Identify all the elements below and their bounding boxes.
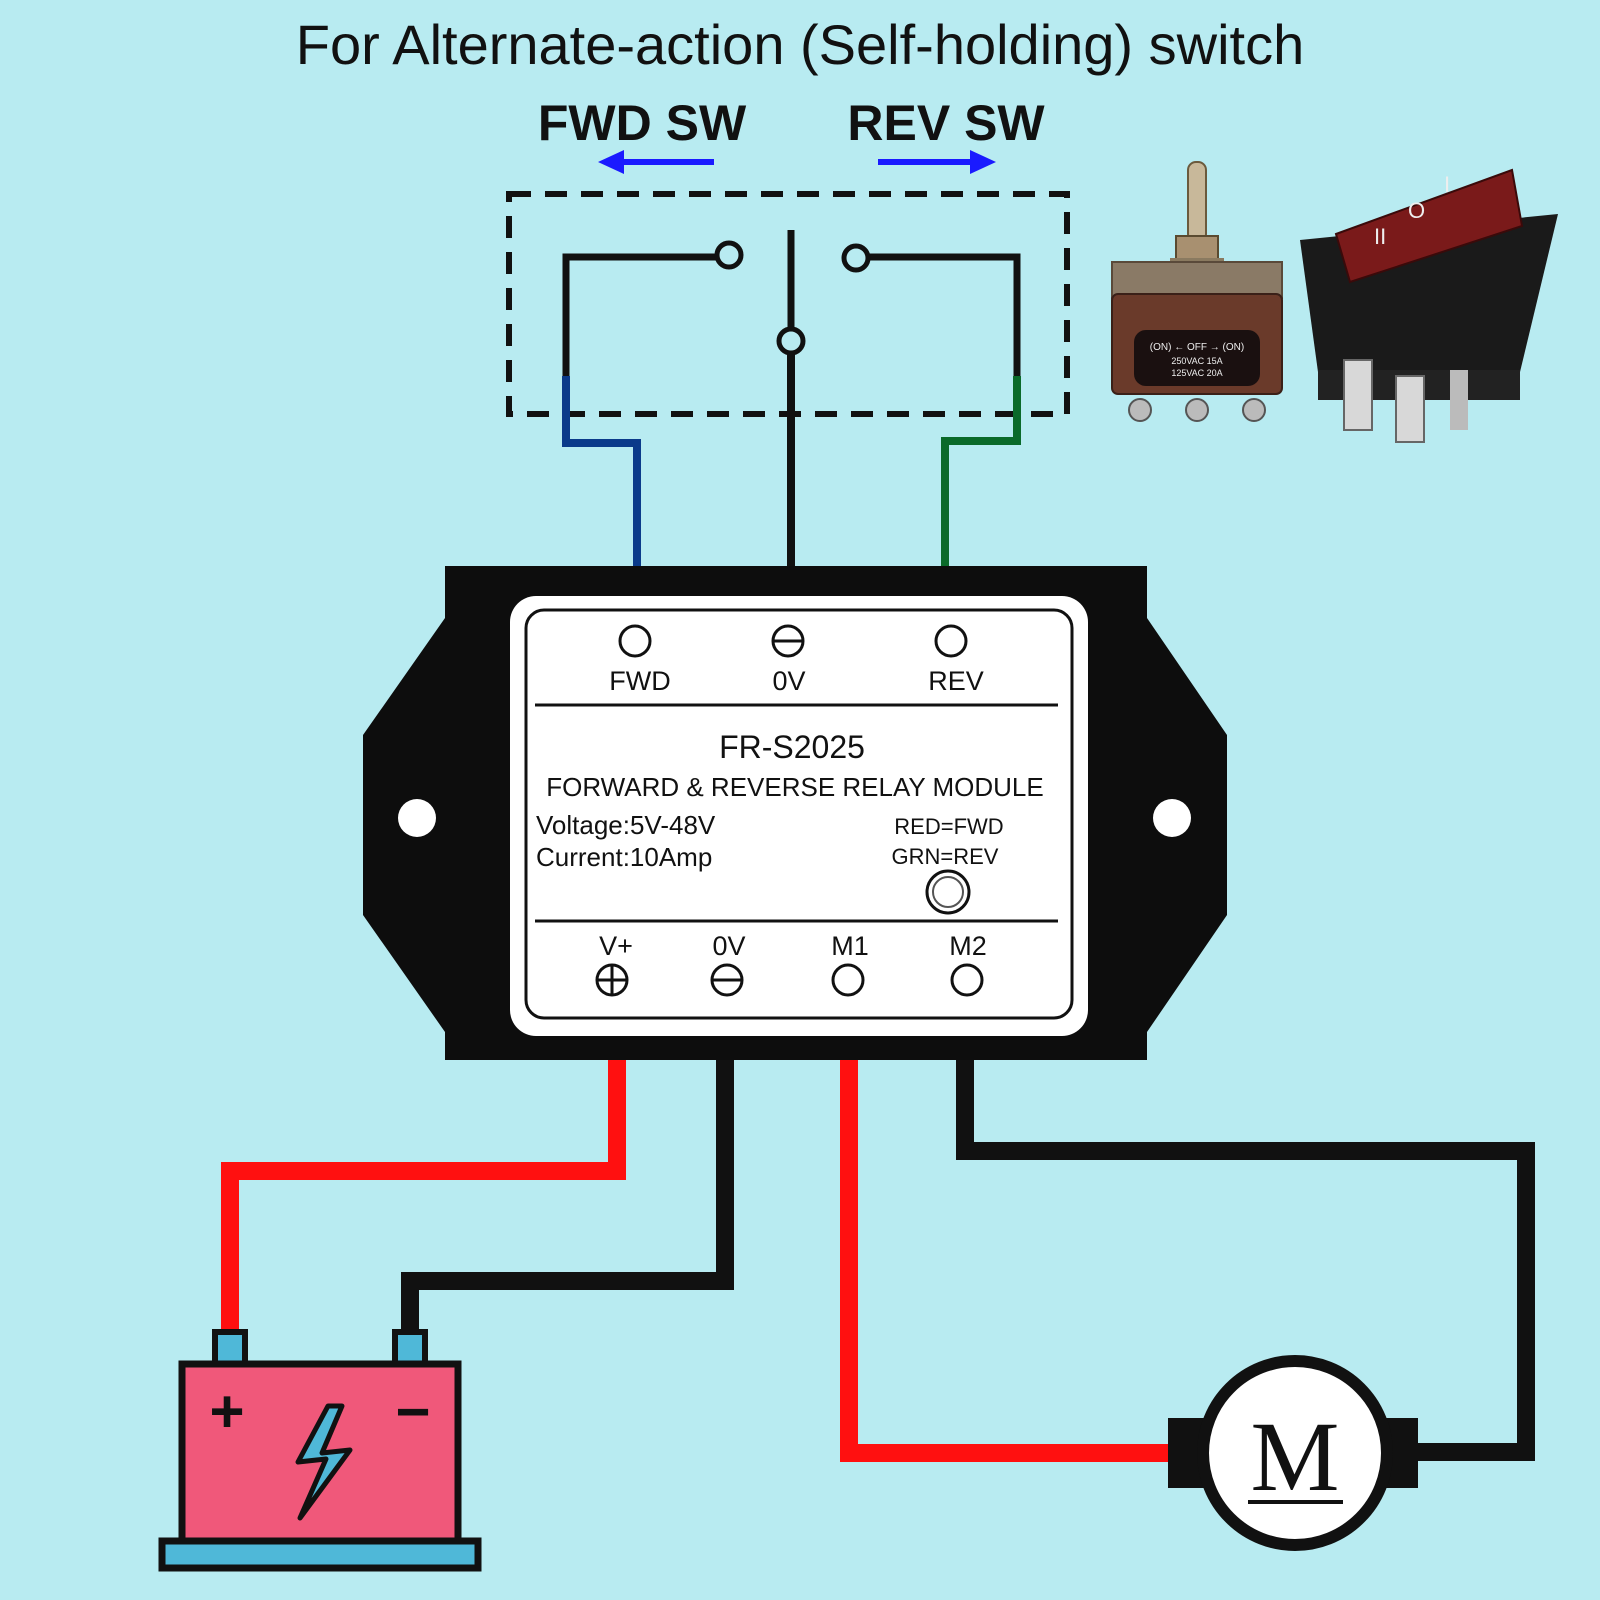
battery-icon: + − [158,1329,482,1572]
zero-v-top-label: 0V [772,666,805,696]
rocker-mark-on-2: II [1374,224,1386,249]
fwd-wire-blue [562,376,641,566]
fwd-sw-label: FWD SW [538,95,747,151]
rev-terminal-label: REV [928,666,984,696]
motor-icon: M [1168,1355,1418,1551]
battery-minus-sign: − [395,1378,430,1445]
m1-terminal-icon [831,963,865,997]
common-contact-icon [776,326,806,356]
vplus-terminal-icon [595,963,629,997]
rev-wire-green [941,376,1021,566]
module-name: FORWARD & REVERSE RELAY MODULE [546,772,1043,802]
rocker-switch-image: I O II [1300,168,1558,443]
right-mount-hole [1153,799,1191,837]
left-mount-hole [398,799,436,837]
module-current: Current:10Amp [536,842,712,872]
diagram-title: For Alternate-action (Self-holding) swit… [296,13,1304,76]
fwd-terminal-label: FWD [609,666,670,696]
m1-wire-red [840,1060,1170,1462]
module-model: FR-S2025 [719,729,865,765]
toggle-switch-image: (ON) ← OFF → (ON) 250VAC 15A 125VAC 20A [1111,161,1283,422]
lightning-bolt-icon [295,1403,353,1521]
vplus-wire-red [221,1060,626,1330]
toggle-label-line3: 125VAC 20A [1171,368,1222,378]
m2-label: M2 [949,931,987,961]
motor-letter: M [1251,1401,1340,1512]
toggle-label-line2: 250VAC 15A [1171,356,1222,366]
rev-arrow-icon [878,150,996,174]
rocker-mark-off: O [1408,198,1425,223]
led-green-label: GRN=REV [892,844,999,869]
rev-contact-icon [841,243,871,273]
m2-terminal-icon [950,963,984,997]
fwd-terminal-icon [618,624,652,658]
zero-v-wire-black [401,1060,734,1332]
toggle-label-line1: (ON) ← OFF → (ON) [1150,342,1244,353]
rev-terminal-icon [934,624,968,658]
rev-sw-label: REV SW [847,95,1045,151]
fwd-arrow-icon [598,150,714,174]
battery-plus-sign: + [209,1378,244,1445]
fwd-contact-icon [714,240,744,270]
m1-label: M1 [831,931,869,961]
zero-v-bottom-label: 0V [712,931,745,961]
rocker-mark-on: I [1444,172,1450,197]
vplus-label: V+ [599,931,633,961]
module-voltage: Voltage:5V-48V [536,810,716,840]
switch-contacts [562,230,1021,378]
zero-v-bottom-terminal-icon [710,963,744,997]
m2-wire-black [956,1060,1535,1461]
relay-module: FWD 0V REV FR-S2025 FORWARD & REVERSE RE… [363,566,1227,1060]
zero-v-top-terminal-icon [771,624,805,658]
led-red-label: RED=FWD [894,814,1003,839]
led-indicator-icon [925,869,971,915]
